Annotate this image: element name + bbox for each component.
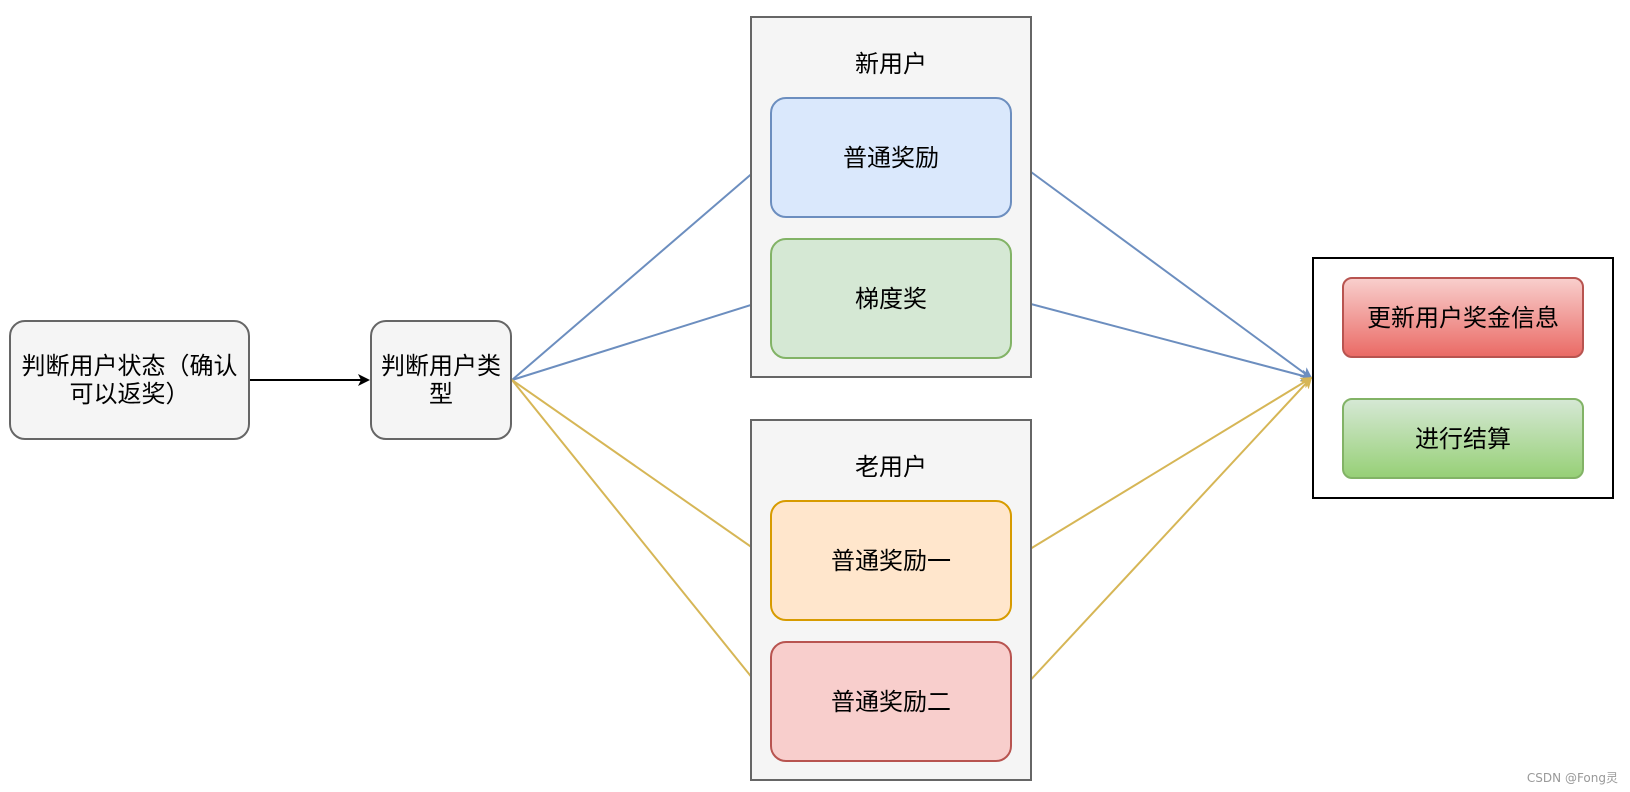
normal-reward-1-label: 普通奖励一 xyxy=(831,546,951,575)
old-user-group-title: 老用户 xyxy=(855,453,927,481)
edge-normal-reward-2-to-outcome xyxy=(1011,376,1313,701)
check-status-node: 判断用户状态（确认可以返奖） xyxy=(9,320,250,440)
check-type-node: 判断用户类型 xyxy=(370,320,512,440)
edge-normal-reward-1-to-outcome xyxy=(1011,376,1313,561)
update-bonus-label: 更新用户奖金信息 xyxy=(1367,303,1559,332)
edge-type-to-normal-reward-1 xyxy=(511,379,772,562)
edge-type-to-tier-reward xyxy=(511,296,772,381)
normal-reward-label: 普通奖励 xyxy=(843,143,939,172)
normal-reward-1-node: 普通奖励一 xyxy=(770,500,1012,621)
normal-reward-2-node: 普通奖励二 xyxy=(770,641,1012,762)
edge-type-to-normal-reward xyxy=(511,156,772,381)
watermark: CSDN @Fong灵 xyxy=(1526,771,1618,785)
update-bonus-node: 更新用户奖金信息 xyxy=(1342,277,1584,358)
tier-reward-node: 梯度奖 xyxy=(770,238,1012,359)
tier-reward-label: 梯度奖 xyxy=(855,284,927,313)
edge-type-to-normal-reward-2 xyxy=(511,379,772,702)
settle-node: 进行结算 xyxy=(1342,398,1584,479)
normal-reward-node: 普通奖励 xyxy=(770,97,1012,218)
check-type-label: 判断用户类型 xyxy=(381,352,501,408)
new-user-group-title: 新用户 xyxy=(855,50,927,78)
edge-tier-reward-to-outcome xyxy=(1011,298,1313,382)
normal-reward-2-label: 普通奖励二 xyxy=(831,687,951,716)
check-status-label: 判断用户状态（确认可以返奖） xyxy=(21,352,238,408)
settle-label: 进行结算 xyxy=(1415,424,1511,453)
edge-normal-reward-to-outcome xyxy=(1011,157,1313,380)
